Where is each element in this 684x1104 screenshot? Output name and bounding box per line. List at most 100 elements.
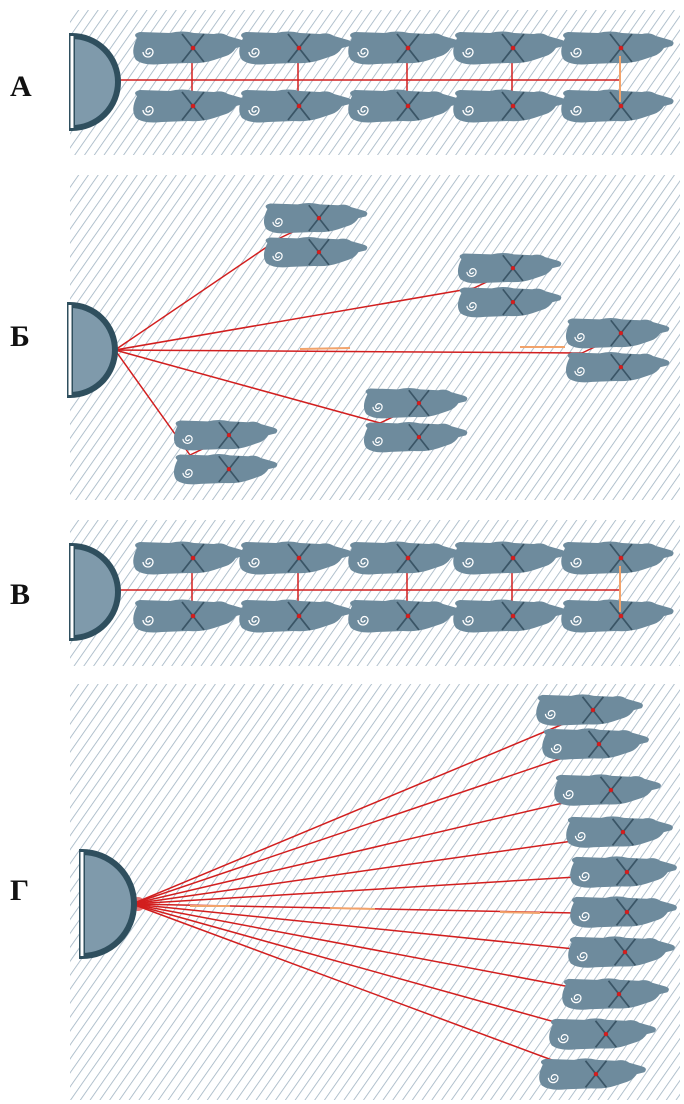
animal	[570, 856, 677, 888]
animal-bottom	[565, 351, 670, 383]
animal-top	[565, 317, 670, 349]
animal-bottom	[133, 599, 246, 633]
tail-curl-icon	[462, 105, 474, 116]
animal	[539, 1058, 646, 1090]
animal-top	[239, 541, 352, 575]
panel-g: Г	[0, 684, 684, 1100]
animal-bottom	[561, 89, 674, 123]
rope-highlight	[329, 907, 376, 910]
harness-knot	[510, 613, 516, 619]
animal-top	[561, 31, 674, 65]
harness-knot	[608, 787, 614, 793]
panel-label-a: А	[10, 70, 32, 103]
hatched-field	[70, 10, 680, 155]
tail-curl-icon	[462, 557, 474, 568]
animal-top	[348, 31, 461, 65]
harness-knot	[510, 45, 516, 51]
fan-rope	[131, 791, 611, 905]
tail-curl-icon	[562, 790, 574, 800]
harness-knot	[226, 433, 232, 438]
diagram-a	[69, 10, 680, 155]
tail-curl-icon	[372, 403, 383, 412]
fan-rope	[114, 349, 381, 424]
animal	[570, 896, 677, 928]
animal-top	[173, 419, 278, 451]
animal-top	[263, 202, 368, 234]
animal	[549, 1018, 656, 1050]
harness-knot	[190, 613, 196, 619]
harness-knot	[405, 45, 411, 51]
tail-curl-icon	[142, 615, 154, 626]
harness-knot	[618, 331, 624, 336]
diagram-v	[69, 520, 680, 666]
animal	[566, 816, 673, 848]
anchor-post	[79, 848, 137, 960]
tail-curl-icon	[466, 268, 477, 277]
animal	[542, 728, 649, 760]
harness-knot	[405, 555, 411, 561]
tail-curl-icon	[462, 47, 474, 58]
harness-knot	[190, 45, 196, 51]
harness-knot	[416, 401, 422, 406]
animal-bottom	[133, 89, 246, 123]
harness-knot	[510, 103, 516, 109]
anchor-post	[69, 32, 121, 132]
animal	[568, 936, 675, 968]
tail-curl-icon	[570, 615, 582, 626]
tail-curl-icon	[578, 912, 590, 922]
harness-knot	[616, 991, 622, 997]
animal-bottom	[173, 453, 278, 485]
tail-curl-icon	[357, 557, 369, 568]
harness-knot	[405, 103, 411, 109]
harness-knot	[296, 555, 302, 561]
harness-knot	[624, 869, 630, 875]
animal-bottom	[561, 599, 674, 633]
animal	[536, 694, 643, 726]
harness-knot	[296, 45, 302, 51]
tail-curl-icon	[462, 615, 474, 626]
fan-rope	[114, 287, 475, 351]
tail-curl-icon	[357, 105, 369, 116]
hatched-field	[70, 520, 680, 666]
rope-highlight	[299, 347, 351, 350]
tail-curl-icon	[547, 1074, 559, 1084]
animal-bottom	[457, 286, 562, 318]
harness-knot	[190, 555, 196, 561]
harness-knot	[618, 555, 624, 561]
harness-knot	[510, 555, 516, 561]
anchor-post	[69, 542, 121, 642]
tail-curl-icon	[248, 557, 260, 568]
harness-knot	[316, 250, 322, 255]
tail-curl-icon	[142, 47, 154, 58]
tail-curl-icon	[550, 744, 562, 754]
harness-knot	[593, 1071, 599, 1077]
panel-v: В	[0, 520, 684, 666]
panel-label-g: Г	[10, 874, 30, 907]
tail-curl-icon	[142, 105, 154, 116]
fan-rope	[131, 903, 625, 955]
panel-label-v: В	[10, 578, 31, 611]
tail-curl-icon	[372, 437, 383, 446]
fan-rope	[114, 237, 281, 351]
tail-curl-icon	[544, 710, 556, 720]
fan-rope	[131, 903, 606, 1037]
animal-top	[453, 541, 566, 575]
harness-knot	[624, 909, 630, 915]
tail-curl-icon	[574, 333, 585, 342]
tail-curl-icon	[272, 252, 283, 261]
harness-knot	[622, 949, 628, 955]
harness-knot	[296, 613, 302, 619]
harness-knot	[510, 300, 516, 305]
animal-bottom	[363, 421, 468, 453]
fan-rope	[131, 711, 593, 905]
fan-rope	[131, 903, 619, 997]
tail-curl-icon	[248, 105, 260, 116]
animal-bottom	[348, 89, 461, 123]
harness-knot	[226, 467, 232, 472]
panel-a: А	[0, 10, 684, 155]
harness-knot	[316, 216, 322, 221]
harness-knot	[618, 45, 624, 51]
tail-curl-icon	[466, 302, 477, 311]
animal-bottom	[348, 599, 461, 633]
animal-bottom	[453, 89, 566, 123]
